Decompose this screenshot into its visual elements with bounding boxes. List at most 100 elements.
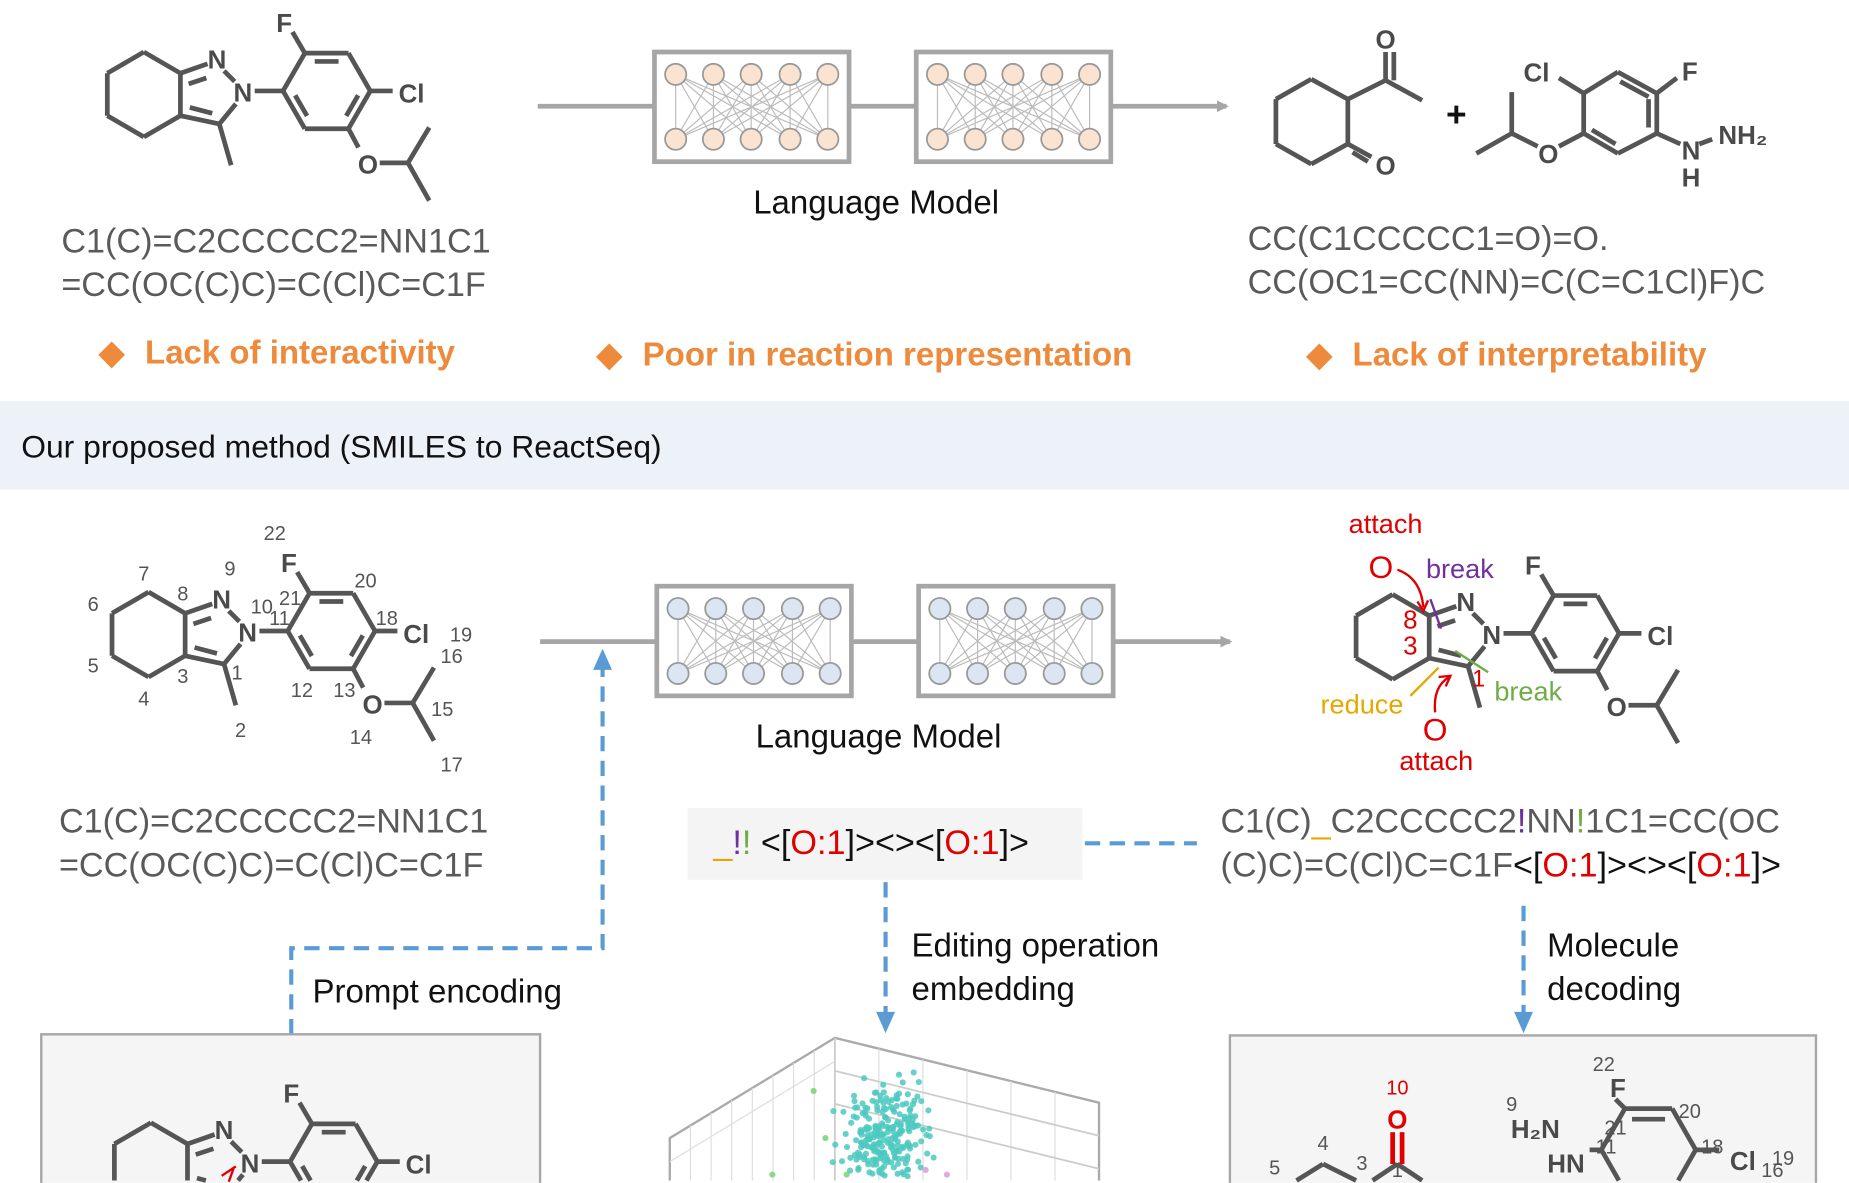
attach-token: O:1 xyxy=(944,824,999,862)
atom-index: 22 xyxy=(264,523,286,545)
embedding-point xyxy=(894,1138,901,1145)
neuron xyxy=(1078,62,1102,86)
bond xyxy=(290,30,307,55)
bond xyxy=(351,629,378,670)
atom-index: 10 xyxy=(251,596,273,618)
embedding-point xyxy=(894,1142,901,1149)
embedding-point xyxy=(880,1163,888,1170)
decoding-label-line-1: Molecule xyxy=(1547,926,1679,963)
bond xyxy=(1391,656,1431,682)
double-bond xyxy=(195,1146,215,1157)
embedding-point xyxy=(862,1150,870,1157)
double-bond xyxy=(1438,647,1462,659)
chlorine-atom: Cl xyxy=(399,81,425,109)
amine-group: HN xyxy=(1547,1150,1584,1178)
embedding-point xyxy=(852,1104,859,1111)
embedding-point xyxy=(912,1113,919,1120)
embedding-point xyxy=(869,1170,876,1177)
decoding-flow: Molecule decoding xyxy=(1514,905,1681,1034)
embedding-point xyxy=(890,1164,897,1171)
chlorine-atom: Cl xyxy=(1730,1148,1756,1176)
bond xyxy=(147,590,187,616)
embedding-point xyxy=(769,1171,776,1178)
embedding-3d-scatter xyxy=(668,1036,1101,1181)
connection xyxy=(677,608,754,674)
embedding-point xyxy=(869,1097,876,1104)
bond xyxy=(346,51,373,93)
neuron xyxy=(928,661,952,685)
connection xyxy=(974,73,1090,140)
embedding-point xyxy=(899,1169,906,1176)
edit-tokens: _!! <[O:1]><><[O:1]> xyxy=(712,824,1029,862)
language-model-label: Language Model xyxy=(753,184,999,221)
double-bond xyxy=(297,634,314,658)
bottom-model-pipeline: Language Model xyxy=(540,583,1233,755)
oxygen-atom: O xyxy=(1375,26,1395,54)
embedding-point xyxy=(901,1113,908,1120)
bond xyxy=(1322,1161,1358,1183)
embedding-point xyxy=(882,1114,889,1121)
atom-index: 3 xyxy=(1403,633,1417,661)
panel-background xyxy=(1228,1034,1818,1183)
atom-index: 9 xyxy=(224,559,235,581)
section-title: Our proposed method (SMILES to ReactSeq) xyxy=(21,429,661,465)
editing-label-line-2: embedding xyxy=(912,970,1075,1007)
bond xyxy=(1346,141,1373,160)
plus-sign: + xyxy=(1446,95,1467,134)
connection xyxy=(750,73,829,140)
bond xyxy=(1465,665,1483,709)
neuron xyxy=(1001,62,1025,86)
bond xyxy=(1529,594,1556,635)
panel-background xyxy=(40,1033,542,1183)
bond xyxy=(346,127,361,149)
embedding-point xyxy=(848,1119,855,1126)
bond xyxy=(1616,131,1658,156)
atom-index: 7 xyxy=(138,563,149,585)
bond xyxy=(1599,1107,1627,1152)
oxygen-atom: O xyxy=(1368,549,1393,585)
neuron xyxy=(704,661,728,685)
embedding-point xyxy=(893,1095,900,1102)
attach-token: O:1 xyxy=(1542,846,1597,884)
embedding-point xyxy=(887,1144,895,1151)
bond xyxy=(221,663,239,706)
nitrogen-atom: N xyxy=(1682,137,1701,165)
neuron xyxy=(778,127,802,151)
break-token: ! xyxy=(1517,803,1527,841)
double-bond xyxy=(300,1164,313,1182)
connection xyxy=(937,73,1090,140)
embedding-point xyxy=(880,1081,887,1088)
embedding-point xyxy=(830,1108,837,1115)
bond xyxy=(410,666,436,705)
neuron xyxy=(739,127,763,151)
bond xyxy=(1582,70,1620,96)
chlorine-atom: Cl xyxy=(1524,59,1550,87)
bracket-token: ]> xyxy=(999,824,1028,862)
neuron xyxy=(1080,597,1104,621)
atom-index: 6 xyxy=(88,594,99,616)
atom-index: 2 xyxy=(235,720,246,742)
neuron xyxy=(966,597,990,621)
nitrogen-atom: N xyxy=(208,47,227,75)
bond xyxy=(288,1160,304,1182)
bond xyxy=(222,69,237,84)
embedding-point xyxy=(872,1122,879,1129)
atom-index: 1 xyxy=(231,662,242,684)
embedding-point xyxy=(914,1093,921,1100)
double-bond xyxy=(189,105,213,116)
bond xyxy=(217,102,238,126)
neuron xyxy=(925,127,949,151)
embedding-point xyxy=(822,1134,829,1142)
nitrogen-atom: N xyxy=(212,587,231,615)
neuron xyxy=(818,597,842,621)
bond xyxy=(1613,1097,1627,1111)
neuron xyxy=(739,62,763,86)
arrowhead-icon xyxy=(1438,674,1453,687)
bond xyxy=(1384,78,1424,103)
bond xyxy=(1510,131,1539,149)
embedding-point xyxy=(918,1098,925,1105)
atom-index: 21 xyxy=(279,588,301,610)
embedding-point xyxy=(890,1106,897,1113)
embedding-point xyxy=(926,1125,933,1132)
